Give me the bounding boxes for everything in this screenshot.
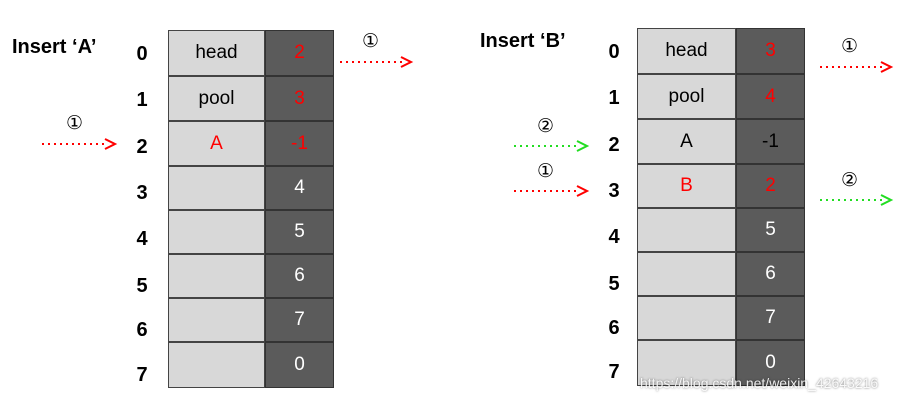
panel-b-title: Insert ‘B’	[480, 30, 566, 52]
panel-b-row-3-arrow	[514, 185, 590, 197]
panel-b-label-cell-2: A	[637, 119, 736, 164]
panel-a-step-marker-insert: ①	[66, 112, 84, 134]
panel-a-next-cell-4: 5	[265, 210, 334, 254]
panel-a-label-cell-7	[168, 342, 265, 388]
panel-b-row-2-arrow	[514, 140, 590, 152]
panel-b-step-marker-row-3: ①	[537, 160, 555, 182]
panel-a-index-3: 3	[136, 182, 148, 204]
panel-b-index-2: 2	[608, 134, 620, 156]
panel-a-next-cell-0: 2	[265, 30, 334, 76]
panel-a-next-cell-1: 3	[265, 76, 334, 121]
panel-a-label-cell-5	[168, 254, 265, 298]
panel-b-label-cell-6	[637, 296, 736, 340]
panel-b-index-3: 3	[608, 180, 620, 202]
panel-b-label-cell-7	[637, 340, 736, 386]
panel-a-index-1: 1	[136, 89, 148, 111]
panel-b-label-cell-1: pool	[637, 74, 736, 119]
panel-a-index-6: 6	[136, 319, 148, 341]
panel-b-next-cell-2: -1	[736, 119, 805, 164]
panel-a-index-7: 7	[136, 364, 148, 386]
panel-a-label-cell-4	[168, 210, 265, 254]
panel-b-step-marker-b-next: ②	[841, 169, 859, 191]
panel-b-index-4: 4	[608, 226, 620, 248]
panel-a-next-cell-5: 6	[265, 254, 334, 298]
panel-b-next-cell-5: 6	[736, 252, 805, 296]
panel-a-next-cell-2: -1	[265, 121, 334, 166]
panel-b-next-cell-1: 4	[736, 74, 805, 119]
panel-b-next-cell-3: 2	[736, 164, 805, 208]
watermark-text: https://blog.csdn.net/weixin_42643216	[640, 375, 879, 391]
panel-a-next-cell-7: 0	[265, 342, 334, 388]
panel-b-index-6: 6	[608, 317, 620, 339]
panel-b-head-arrow	[820, 61, 894, 73]
panel-a-head-arrow	[340, 56, 414, 68]
panel-b-step-marker-row-2: ②	[537, 115, 555, 137]
panel-b-next-cell-0: 3	[736, 28, 805, 74]
panel-a-label-cell-2: A	[168, 121, 265, 166]
panel-a-next-cell-6: 7	[265, 298, 334, 342]
panel-a-label-cell-1: pool	[168, 76, 265, 121]
panel-b-next-cell-7: 0	[736, 340, 805, 386]
panel-b-b-next-arrow	[820, 194, 894, 206]
panel-a-index-5: 5	[136, 275, 148, 297]
panel-b-step-marker-head: ①	[841, 35, 859, 57]
panel-a-label-cell-0: head	[168, 30, 265, 76]
panel-a-index-0: 0	[136, 43, 148, 65]
panel-a-step-marker-head: ①	[362, 30, 380, 52]
panel-a-insert-arrow	[42, 138, 118, 150]
panel-b-next-cell-4: 5	[736, 208, 805, 252]
panel-b-index-5: 5	[608, 273, 620, 295]
panel-a-label-cell-3	[168, 166, 265, 210]
panel-b-next-cell-6: 7	[736, 296, 805, 340]
panel-b-index-1: 1	[608, 87, 620, 109]
panel-a-label-cell-6	[168, 298, 265, 342]
panel-b-index-7: 7	[608, 361, 620, 383]
panel-b-label-cell-0: head	[637, 28, 736, 74]
panel-b-label-cell-3: B	[637, 164, 736, 208]
panel-b-index-0: 0	[608, 41, 620, 63]
panel-a-index-2: 2	[136, 136, 148, 158]
panel-a-index-4: 4	[136, 228, 148, 250]
panel-a-next-cell-3: 4	[265, 166, 334, 210]
panel-b-label-cell-4	[637, 208, 736, 252]
panel-a-title: Insert ‘A’	[12, 36, 97, 58]
panel-b-label-cell-5	[637, 252, 736, 296]
